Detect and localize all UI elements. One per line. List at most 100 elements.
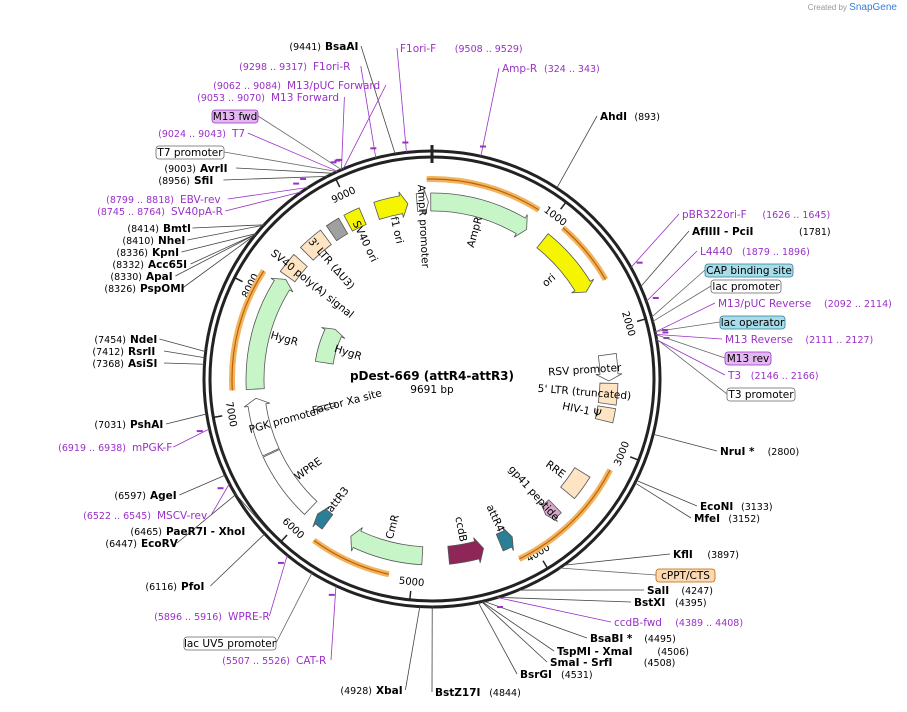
restriction-site[interactable]: AfIIII - PciI(1781) xyxy=(692,226,831,238)
primer-label[interactable]: M13/pUC Reverse(2092 .. 2114) xyxy=(718,298,892,310)
site-pos: (8410) xyxy=(122,236,154,247)
feature-callout[interactable]: lac promoter xyxy=(710,279,782,294)
callout-text: M13 rev xyxy=(727,353,770,365)
feature-attr3[interactable] xyxy=(312,506,334,530)
feature-callout[interactable]: M13 rev xyxy=(724,351,772,366)
feature-cmr[interactable] xyxy=(350,527,424,566)
restriction-site[interactable]: (8956)SfiI xyxy=(158,175,213,187)
callout-text: lac operator xyxy=(721,317,785,329)
feature-rre[interactable] xyxy=(560,467,591,500)
restriction-site[interactable]: KflI(3897) xyxy=(673,549,739,561)
primer-label[interactable]: (6522 .. 6545)MSCV-rev xyxy=(83,510,207,522)
feature-hygr-inner[interactable] xyxy=(314,327,346,365)
primer-label[interactable]: T3(2146 .. 2166) xyxy=(727,370,819,382)
restriction-site[interactable]: NruI *(2800) xyxy=(720,446,799,458)
restriction-site[interactable]: AhdI(893) xyxy=(600,111,660,123)
primer-label[interactable]: Amp-R(324 .. 343) xyxy=(502,63,600,75)
restriction-site[interactable]: (8336)KpnI xyxy=(116,247,179,259)
restriction-site[interactable]: (8332)Acc65I xyxy=(112,259,187,271)
restriction-site[interactable]: (7368)AsiSI xyxy=(92,358,157,370)
restriction-site[interactable]: (7454)NdeI xyxy=(94,334,157,346)
primer-label[interactable]: (6919 .. 6938)mPGK-F xyxy=(58,442,172,454)
feature-pgk-promoter[interactable] xyxy=(243,397,280,457)
site-name: EcoNI xyxy=(700,501,733,513)
restriction-site[interactable]: (7031)PshAI xyxy=(94,419,163,431)
feature-hygr-outer[interactable] xyxy=(245,277,294,391)
feature-sv40pa-grey[interactable] xyxy=(325,217,349,242)
feature-ltr-du3[interactable] xyxy=(299,229,332,261)
feature-hiv-psi[interactable] xyxy=(594,405,617,424)
primer-label[interactable]: (8799 .. 8818)EBV-rev xyxy=(106,194,221,206)
restriction-site[interactable]: (6447)EcoRV xyxy=(105,538,178,550)
restriction-site[interactable]: (8326)PspOMI xyxy=(104,283,184,295)
feature-gp41[interactable] xyxy=(540,499,562,522)
feature-ampr[interactable] xyxy=(430,192,528,238)
primer-label[interactable]: (9062 .. 9084)M13/pUC Forward xyxy=(213,80,380,92)
feature-ccdb[interactable] xyxy=(447,537,484,565)
feature-rsv-promoter[interactable] xyxy=(595,352,623,382)
restriction-site[interactable]: EcoNI(3133) xyxy=(700,501,773,513)
restriction-site[interactable]: SalI(4247) xyxy=(647,585,713,597)
feature-sv40-ori[interactable] xyxy=(343,207,367,232)
primer-label[interactable]: M13 Reverse(2111 .. 2127) xyxy=(725,334,873,346)
restriction-site[interactable]: SmaI - SrfI(4508) xyxy=(550,657,675,669)
site-pos: (7412) xyxy=(92,347,124,358)
restriction-site[interactable]: (4928)XbaI xyxy=(340,685,402,697)
feature-callout[interactable]: lac UV5 promoter xyxy=(183,636,277,651)
primer-label[interactable]: (5507 .. 5526)CAT-R xyxy=(222,655,326,667)
primer-pos: (4389 .. 4408) xyxy=(675,618,743,629)
site-pos: (1781) xyxy=(799,227,831,238)
leader-line xyxy=(656,338,728,395)
leader-line xyxy=(163,362,205,365)
feature-ori[interactable] xyxy=(536,233,595,294)
primer-label[interactable]: (9024 .. 9043)T7 xyxy=(158,128,245,140)
site-pos: (893) xyxy=(634,112,660,123)
feature-label-wpre: WPRE xyxy=(293,455,325,483)
callout-box xyxy=(726,387,796,402)
tick-label: 9000 xyxy=(330,185,358,206)
restriction-site[interactable]: (8330)ApaI xyxy=(110,271,172,283)
site-name: BsaBI * xyxy=(590,633,633,645)
restriction-site[interactable]: (7412)RsrII xyxy=(92,346,155,358)
primer-name: EBV-rev xyxy=(180,194,221,206)
primer-label[interactable]: (5896 .. 5916)WPRE-R xyxy=(154,611,270,623)
restriction-site[interactable]: (8410)NheI xyxy=(122,235,185,247)
feature-label-attr4: attR4 xyxy=(484,503,507,534)
primer-label[interactable]: ccdB-fwd(4389 .. 4408) xyxy=(614,617,743,629)
feature-factor-xa[interactable] xyxy=(316,402,337,412)
restriction-site[interactable]: (9003)AvrII xyxy=(164,163,227,175)
restriction-site[interactable]: BstZ17I(4844) xyxy=(435,687,521,699)
feature-ltr-trunc[interactable] xyxy=(597,382,619,406)
primer-label[interactable]: (9298 .. 9317)F1ori-R xyxy=(239,61,350,73)
restriction-site[interactable]: (6465)PaeR7I - XhoI xyxy=(130,526,245,538)
restriction-site[interactable]: (6116)PfoI xyxy=(145,581,204,593)
primer-name: CAT-R xyxy=(296,655,326,667)
feature-ampr-promoter[interactable] xyxy=(415,189,429,216)
restriction-site[interactable]: BsaBI *(4495) xyxy=(590,633,676,645)
feature-callout[interactable]: cPPT/CTS xyxy=(655,568,716,583)
feature-callout[interactable]: CAP binding site xyxy=(704,263,794,278)
primer-label[interactable]: F1ori-F(9508 .. 9529) xyxy=(400,43,523,55)
restriction-site[interactable]: BsrGI(4531) xyxy=(520,669,593,681)
primer-label[interactable]: (8745 .. 8764)SV40pA-R xyxy=(97,206,223,218)
restriction-site[interactable]: (9441)BsaAI xyxy=(289,41,358,53)
feature-callout[interactable]: M13 fwd xyxy=(211,109,259,124)
leader-line xyxy=(497,596,632,603)
restriction-site[interactable]: (8414)BmtI xyxy=(127,223,190,235)
primer-label[interactable]: L4440(1879 .. 1896) xyxy=(700,246,810,258)
feature-sv40-polya[interactable] xyxy=(279,253,308,283)
feature-wpre[interactable] xyxy=(262,449,318,516)
feature-f1 ori[interactable] xyxy=(373,191,409,220)
feature-callout[interactable]: T3 promoter xyxy=(726,387,796,402)
restriction-site[interactable]: MfeI(3152) xyxy=(694,513,760,525)
restriction-site[interactable]: (6597)AgeI xyxy=(114,490,176,502)
primer-label[interactable]: pBR322ori-F(1626 .. 1645) xyxy=(682,209,830,221)
feature-callout[interactable]: T7 promoter xyxy=(155,145,225,160)
feature-attr4[interactable] xyxy=(495,526,514,552)
restriction-site[interactable]: BstXI(4395) xyxy=(634,597,707,609)
leader-line xyxy=(497,597,612,623)
restriction-site[interactable]: TspMI - XmaI(4506) xyxy=(557,646,689,658)
primer-label[interactable]: (9053 .. 9070)M13 Forward xyxy=(197,92,339,104)
feature-callout[interactable]: lac operator xyxy=(719,315,786,330)
